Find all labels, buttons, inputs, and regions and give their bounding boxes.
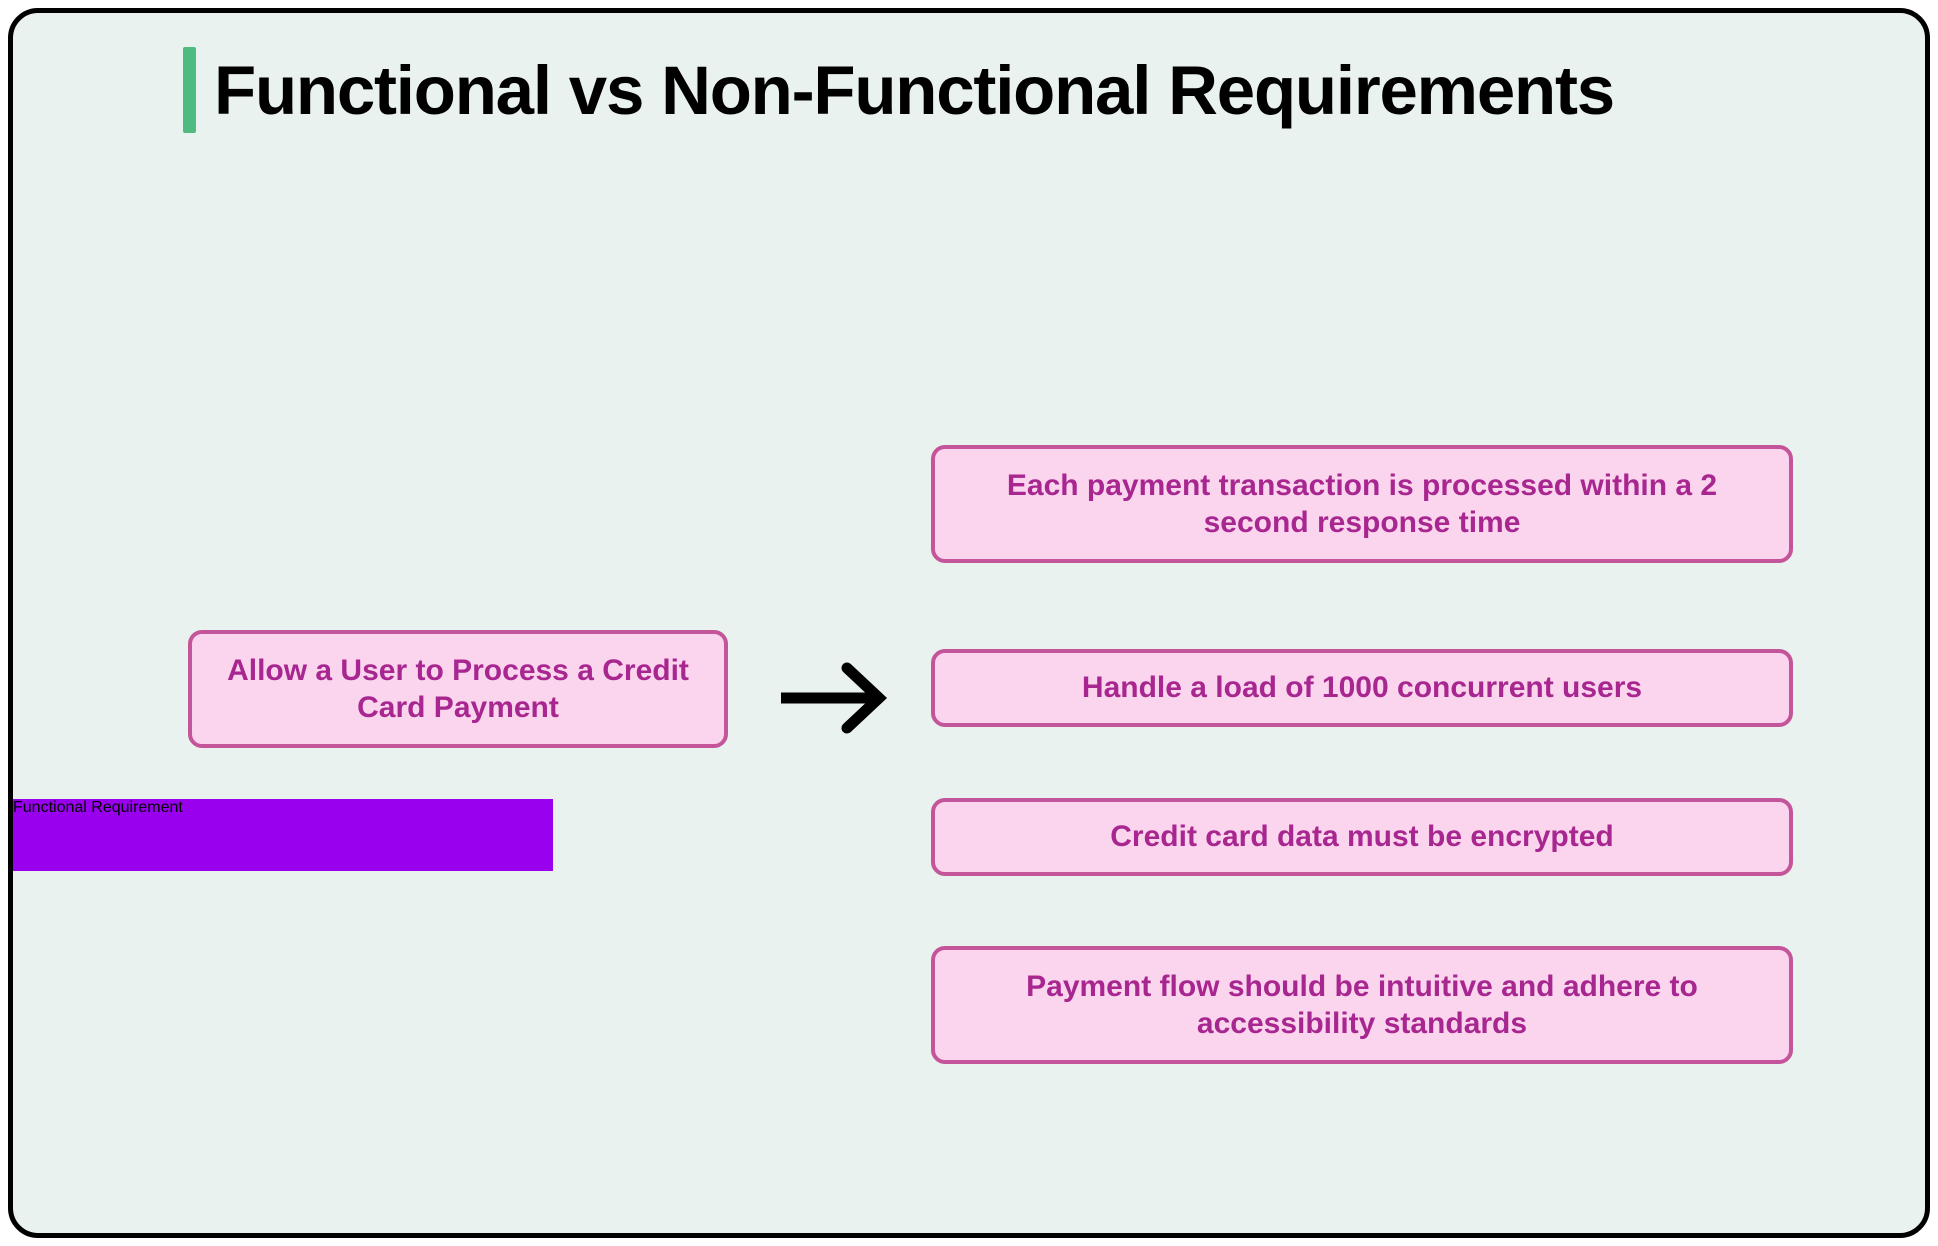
diagram-frame: Functional vs Non-Functional Requirement… (8, 8, 1930, 1238)
title-accent-bar (183, 47, 196, 133)
page-title: Functional vs Non-Functional Requirement… (183, 47, 1615, 133)
functional-badge-label: Functional Requirement (13, 799, 183, 816)
functional-requirement-item[interactable]: Allow a User to Process a Credit Card Pa… (188, 630, 728, 748)
functional-requirement-badge[interactable]: Functional Requirement (13, 799, 553, 871)
nonfunctional-requirement-item[interactable]: Each payment transaction is processed wi… (931, 445, 1793, 563)
nonfunctional-requirement-item[interactable]: Handle a load of 1000 concurrent users (931, 649, 1793, 727)
nonfunctional-requirements-card (13, 871, 933, 1233)
arrow-right-icon (781, 662, 888, 734)
nonfunctional-requirement-item[interactable]: Credit card data must be encrypted (931, 798, 1793, 876)
title-text: Functional vs Non-Functional Requirement… (214, 51, 1615, 129)
nonfunctional-requirement-item[interactable]: Payment flow should be intuitive and adh… (931, 946, 1793, 1064)
